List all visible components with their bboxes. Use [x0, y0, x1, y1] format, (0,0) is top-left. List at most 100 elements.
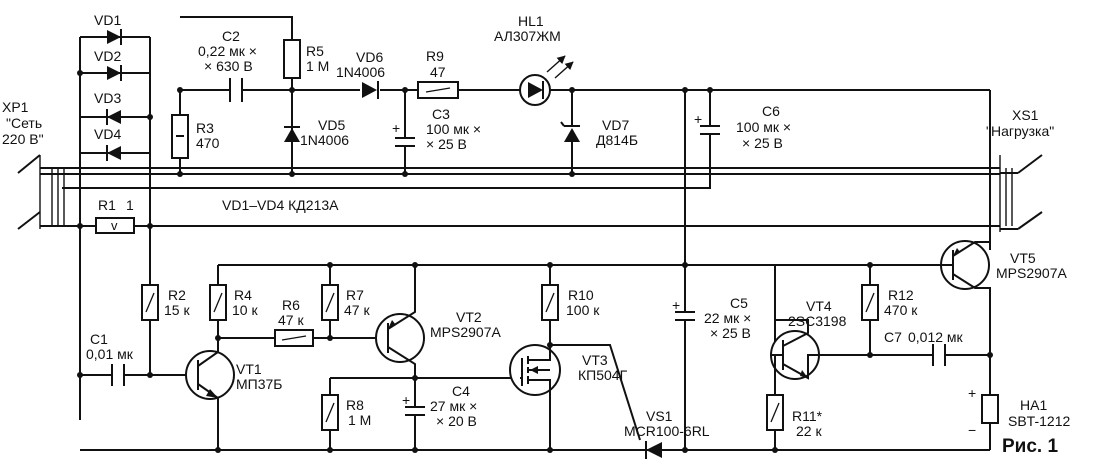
c1-val: 0,01 мк: [86, 346, 133, 362]
vt2-type: MPS2907A: [430, 324, 501, 340]
c6-ref: C6: [762, 103, 780, 119]
vd1-label: VD1: [94, 12, 122, 28]
xp1-voltage: 220 В": [2, 131, 44, 147]
c2-val1: 0,22 мк ×: [198, 43, 257, 59]
r6-val: 47 к: [278, 312, 304, 328]
c6-val1: 100 мк ×: [736, 119, 792, 135]
r2-resistor: [141, 226, 159, 375]
r4-ref: R4: [234, 287, 252, 303]
power-supply-section: [62, 16, 990, 265]
xs1-name: "Нагрузка": [986, 123, 1055, 139]
vt2-transistor: [375, 265, 425, 381]
vd6-type: 1N4006: [336, 64, 386, 80]
c3-plus: +: [392, 120, 401, 136]
vd-type-note: VD1–VD4 КД213А: [222, 197, 339, 213]
r7-val: 47 к: [344, 302, 370, 318]
r11-ref: R11*: [792, 408, 823, 424]
r2-ref: R2: [168, 287, 186, 303]
vt4-ref: VT4: [806, 298, 832, 314]
r3-ref: R3: [196, 120, 214, 136]
c5-ref: C5: [730, 295, 748, 311]
figure-label: Рис. 1: [1002, 436, 1059, 457]
vt4-transistor: [766, 265, 879, 453]
vt5-transistor: [870, 226, 991, 395]
vd7-ref: VD7: [602, 117, 630, 133]
vd7-type: Д814Б: [596, 132, 639, 148]
c5-capacitor: [675, 311, 695, 321]
vd5-type: 1N4006: [300, 132, 350, 148]
c4-capacitor: [405, 378, 425, 453]
c2-val2: × 630 В: [204, 58, 253, 74]
xs1-ref: XS1: [1012, 107, 1039, 123]
vt3-type: КП504Г: [578, 367, 628, 383]
c7-val: 0,012 мк: [908, 329, 963, 345]
vd5-ref: VD5: [318, 117, 346, 133]
c3-val2: × 25 В: [426, 136, 467, 152]
r12-val: 470 к: [884, 302, 918, 318]
ha1-type: SBT-1212: [1008, 413, 1071, 429]
c5-val2: × 25 В: [710, 325, 751, 341]
c1-capacitor: [77, 364, 190, 386]
c4-ref: C4: [452, 383, 470, 399]
xp1-ref: XP1: [2, 99, 29, 115]
vd3-label: VD3: [94, 90, 122, 106]
control-section: [80, 90, 991, 451]
vt3-ref: VT3: [582, 352, 608, 368]
r8-ref: R8: [346, 397, 364, 413]
vs1-type: MCR100-6RL: [624, 423, 710, 439]
vt1-type: МП37Б: [236, 376, 283, 392]
c7-capacitor: [870, 344, 993, 366]
xs1-connector: [999, 154, 1043, 232]
r5-val: 1 М: [306, 58, 330, 74]
c3-val1: 100 мк ×: [426, 121, 482, 137]
r1-resistor: [77, 217, 153, 234]
r8-val: 1 М: [348, 412, 372, 428]
c4-val2: × 20 В: [436, 413, 477, 429]
c5-val1: 22 мк ×: [704, 310, 752, 326]
r4-val: 10 к: [232, 302, 258, 318]
r8-resistor: [321, 377, 520, 453]
r5-ref: R5: [306, 43, 324, 59]
c2-ref: C2: [222, 28, 240, 44]
c5-plus: +: [672, 297, 681, 313]
r9-val: 47: [430, 64, 446, 80]
vt5-type: MPS2907A: [996, 265, 1067, 281]
r1-ref: R1: [98, 197, 116, 213]
hl1-ref: HL1: [518, 13, 544, 29]
vt4-type: 2SC3198: [788, 313, 847, 329]
vs1-thyristor: [547, 265, 688, 459]
vs1-ref: VS1: [646, 408, 673, 424]
r4-resistor: [209, 265, 227, 338]
r6-ref: R6: [282, 297, 300, 313]
r11-val: 22 к: [796, 423, 822, 439]
r9-ref: R9: [426, 48, 444, 64]
r7-resistor: [321, 265, 339, 341]
vt1-ref: VT1: [236, 361, 262, 377]
ha1-plus: +: [968, 385, 977, 401]
c1-ref: C1: [90, 331, 108, 347]
r10-val: 100 к: [566, 302, 600, 318]
c7-ref: C7: [884, 329, 902, 345]
xp1-connector: [17, 154, 1000, 230]
ha1-minus: −: [968, 422, 977, 438]
vt1-transistor: [185, 338, 235, 453]
xp1-name: "Сеть: [6, 115, 43, 131]
c6-plus: +: [694, 111, 703, 127]
r3-val: 470: [196, 135, 220, 151]
c6-val2: × 25 В: [742, 135, 783, 151]
r12-ref: R12: [888, 287, 914, 303]
c3-ref: C3: [432, 106, 450, 122]
c4-plus: +: [402, 392, 411, 408]
r1-val: 1: [126, 197, 134, 213]
r7-ref: R7: [346, 287, 364, 303]
r2-val: 15 к: [164, 302, 190, 318]
r1-mark: v: [111, 218, 118, 233]
ha1-ref: HA1: [1020, 397, 1048, 413]
vd2-label: VD2: [94, 48, 122, 64]
hl1-type: АЛ307ЖМ: [494, 28, 561, 44]
r10-ref: R10: [568, 287, 594, 303]
vd6-ref: VD6: [356, 49, 384, 65]
diode-bridge: [77, 29, 153, 420]
vt2-ref: VT2: [456, 309, 482, 325]
